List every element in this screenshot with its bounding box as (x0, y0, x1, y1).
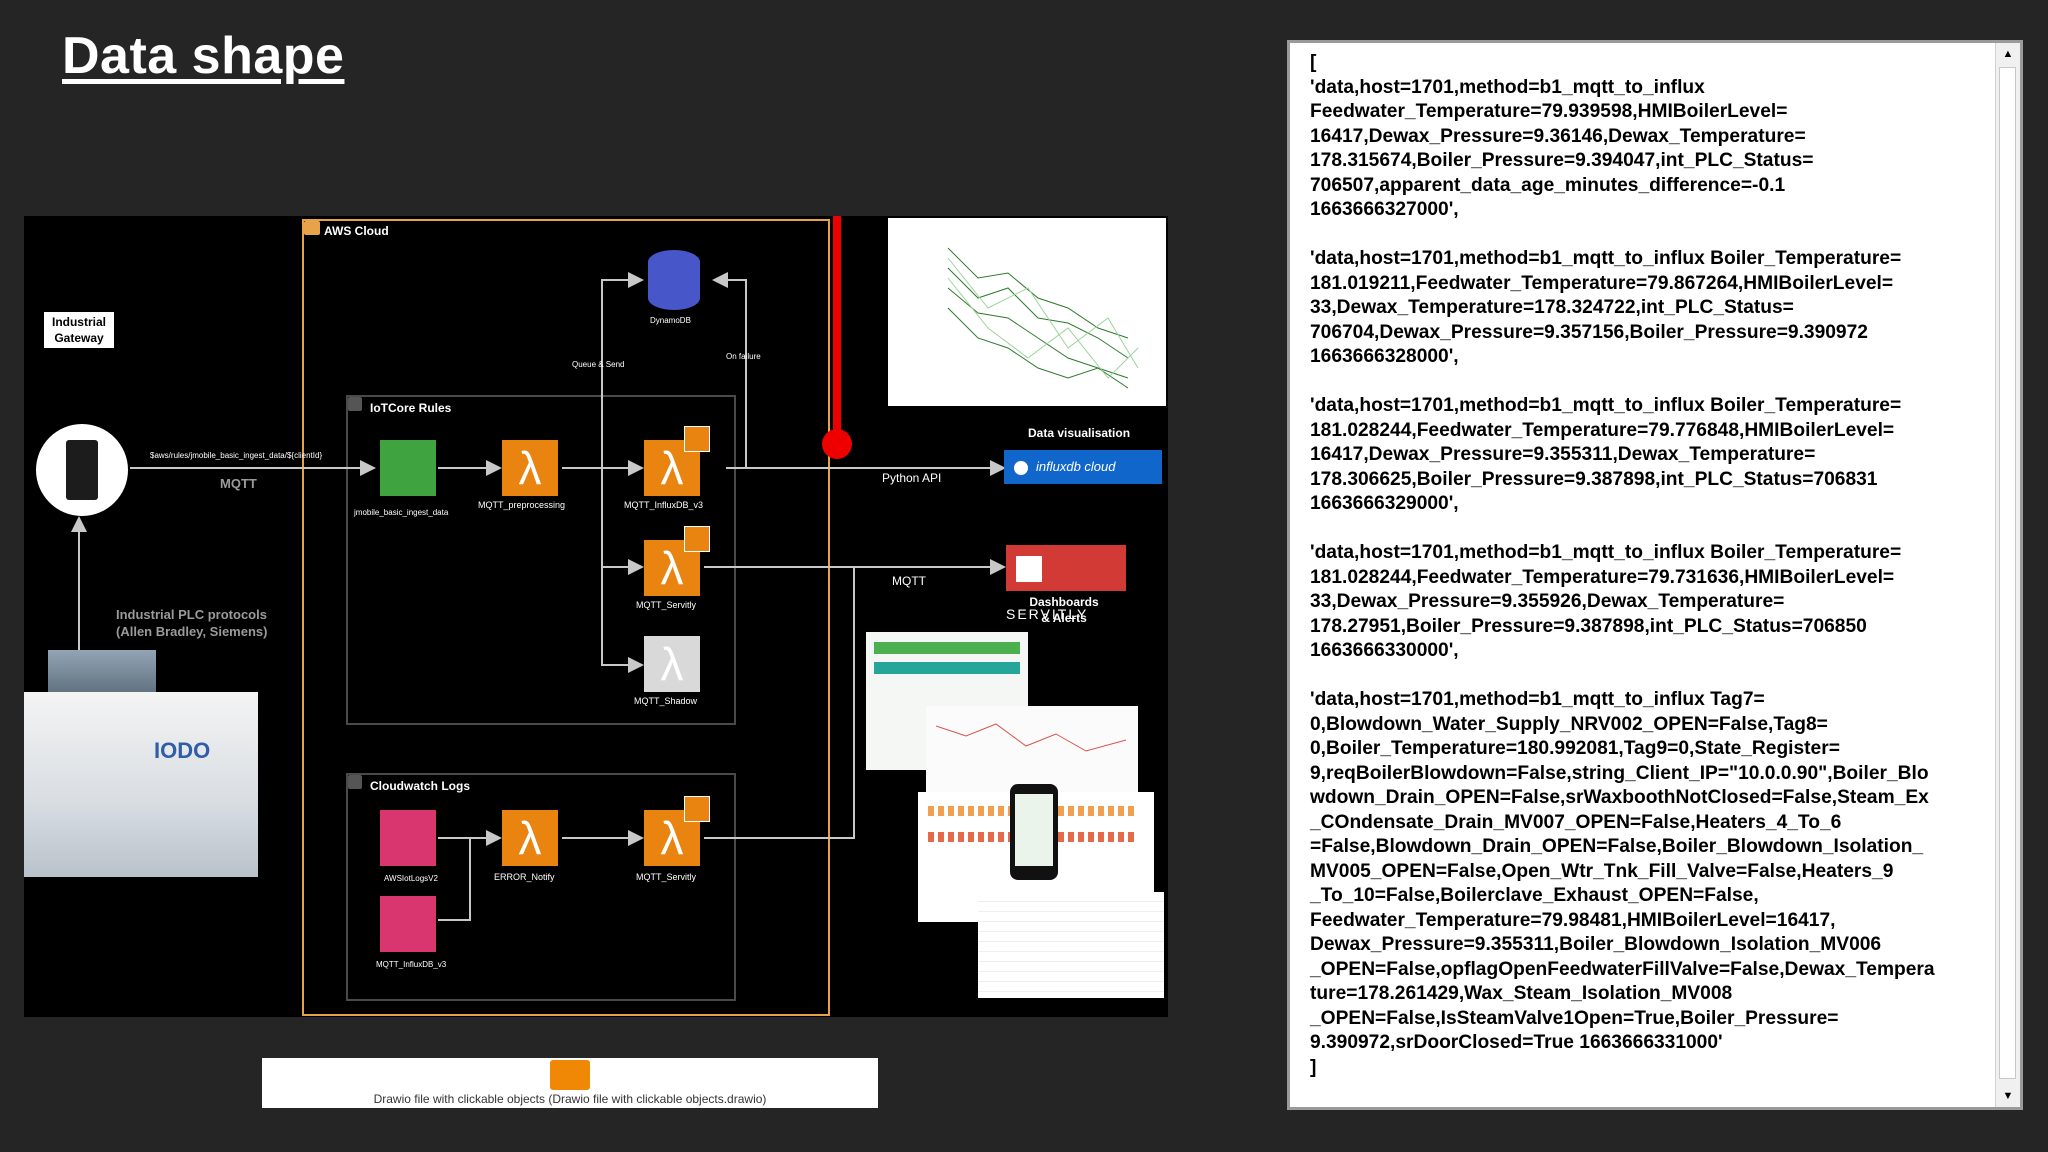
cloudwatch-icon-awsiotlogs[interactable] (380, 810, 436, 866)
data-shape-text-panel[interactable]: [ 'data,host=1701,method=b1_mqtt_to_infl… (1287, 40, 2023, 1110)
record-text: 'data,host=1701,method=b1_mqtt_to_influx… (1310, 395, 1902, 514)
on-failure-label: On failure (726, 352, 761, 361)
gateway-device-icon (66, 440, 98, 500)
link-badge-icon (684, 796, 710, 822)
architecture-diagram: AWS Cloud IoTCore Rules Cloudwatch Logs (24, 216, 1168, 1017)
servitly-logo[interactable]: SERVITLY (1006, 545, 1126, 622)
mqtt-preprocessing-label: MQTT_preprocessing (478, 500, 566, 510)
dynamodb-label: DynamoDB (650, 316, 691, 325)
cloudwatch-logs-container[interactable] (346, 773, 736, 1001)
influx-logo-icon (1014, 460, 1028, 475)
influxdb-log-label: MQTT_InfluxDB_v3 (376, 960, 447, 969)
influx-chart-thumbnail (888, 218, 1166, 406)
scrollbar-thumb[interactable] (1999, 67, 2016, 1079)
mobile-app-screenshot (1010, 784, 1058, 880)
servitly-logo-label: SERVITLY (1006, 606, 1089, 622)
data-visualisation-label: Data visualisation (1028, 426, 1131, 440)
drawio-file-link[interactable]: Drawio file with clickable objects (Draw… (262, 1058, 878, 1108)
mqtt-label: MQTT (220, 476, 257, 491)
open-bracket: [ (1310, 52, 1317, 73)
mqtt-shadow-label: MQTT_Shadow (634, 696, 698, 706)
scroll-up-arrow-icon[interactable]: ▲ (2002, 48, 2014, 60)
mqtt-right-label: MQTT (892, 574, 926, 588)
plc-protocols-label: Industrial PLC protocols (Allen Bradley,… (116, 607, 268, 639)
aws-cloud-icon (304, 221, 320, 235)
aws-cloud-container[interactable] (302, 219, 830, 1016)
industrial-gateway-node[interactable] (36, 424, 128, 516)
rule-name-label: jmobile_basic_ingest_data (354, 508, 449, 517)
mqtt-influxdb-label: MQTT_InfluxDB_v3 (624, 500, 704, 510)
mqtt-servitly-label: MQTT_Servitly (636, 600, 697, 610)
link-badge-icon (684, 426, 710, 452)
industrial-gateway-label: Industrial Gateway (44, 312, 114, 348)
influxdb-cloud-logo[interactable]: influxdb cloud (1004, 450, 1162, 484)
dashboard-table-screenshot (978, 892, 1164, 998)
dynamodb-icon[interactable] (648, 250, 700, 310)
plc-hardware-image (48, 650, 156, 698)
lambda-icon-error-notify[interactable]: λ (502, 810, 558, 866)
influx-logo-label: influxdb cloud (1036, 459, 1116, 474)
lambda-icon-servitly-logs[interactable]: λ (644, 810, 700, 866)
vertical-scrollbar[interactable]: ▲ ▼ (1995, 43, 2020, 1107)
record-text: 'data,host=1701,method=b1_mqtt_to_influx… (1310, 248, 1902, 367)
iotcore-rules-icon (348, 397, 362, 411)
boiler-plant-image: IODO (24, 692, 258, 877)
record-text: 'data,host=1701,method=b1_mqtt_to_influx… (1310, 76, 1814, 221)
error-notify-label: ERROR_Notify (494, 872, 555, 882)
dashboard-sparkline (935, 723, 1127, 752)
lambda-icon-shadow[interactable]: λ (644, 636, 700, 692)
python-api-label: Python API (882, 471, 942, 485)
record-text: 'data,host=1701,method=b1_mqtt_to_influx… (1310, 542, 1902, 661)
records-text: [ 'data,host=1701,method=b1_mqtt_to_infl… (1310, 51, 1986, 1080)
link-badge-icon (684, 526, 710, 552)
dashboards-alerts-label: Dashboards & Alerts (1029, 595, 1099, 625)
cloudwatch-logs-label: Cloudwatch Logs (370, 779, 470, 793)
iotcore-rules-container[interactable] (346, 395, 736, 725)
record-text: 'data,host=1701,method=b1_mqtt_to_influx… (1310, 689, 1935, 1053)
queue-send-label: Queue & Send (572, 360, 625, 369)
drawio-caption: Drawio file with clickable objects (Draw… (373, 1092, 767, 1106)
servitly-logo-icon (1016, 556, 1042, 583)
lambda-icon-preprocessing[interactable]: λ (502, 440, 558, 496)
iotcore-rules-label: IoTCore Rules (370, 401, 452, 415)
chart-thumbnail-lines (947, 247, 1139, 389)
connector-lines (71, 216, 1006, 921)
iot-rule-icon[interactable] (380, 440, 436, 496)
awsiotlogs-label: AWSIotLogsV2 (384, 874, 438, 883)
scroll-down-arrow-icon[interactable]: ▼ (2002, 1090, 2014, 1102)
drawio-logo-icon (550, 1060, 590, 1090)
mqtt-servitly-log-label: MQTT_Servitly (636, 872, 697, 882)
dashboard-screenshot-2 (926, 706, 1138, 792)
cloudwatch-icon-influxdb[interactable] (380, 896, 436, 952)
aws-cloud-label: AWS Cloud (324, 224, 389, 238)
page-title: Data shape (62, 27, 345, 85)
close-bracket: ] (1310, 1056, 1317, 1078)
cloudwatch-logs-icon (348, 775, 362, 789)
plant-brand-label: IODO (154, 738, 211, 763)
mqtt-topic-label: $aws/rules/jmobile_basic_ingest_data/${c… (150, 451, 323, 460)
